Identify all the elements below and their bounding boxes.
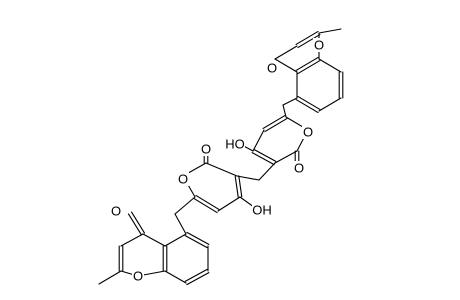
bond-double-a-28 [238,175,243,198]
bond-double-a-45 [130,211,146,234]
bond-single-10 [318,58,342,73]
bond-single-27 [217,196,241,212]
bond-single-31 [174,196,196,215]
atom-label-pyrone-top-ring-o: O [302,125,314,140]
bond-layer [98,28,344,286]
atom-label-chromone-top-ring-o: O [313,38,325,53]
svg-text:O: O [201,142,211,157]
bond-double-a-36 [186,272,210,286]
atom-label-chromone-bottom-ring-o: O [132,269,144,284]
svg-text:O: O [133,269,143,284]
svg-text:O: O [303,125,313,140]
atom-label-pyrone-top-hydroxyl: HO [225,137,245,152]
bond-single-40 [120,233,144,247]
svg-text:OH: OH [252,203,272,218]
atom-label-chromone-top-carbonyl-o: O [266,61,278,76]
bond-double-a-7 [295,98,319,114]
bond-single-12 [282,104,287,118]
bond-single-3 [274,58,298,73]
bond-single-32 [174,213,187,235]
bond-double-a-16 [253,148,277,162]
bond-double-b-7 [297,95,321,111]
atom-label-pyrone-bottom-carbonyl-o: O [200,142,212,157]
bond-single-11 [282,97,298,106]
bond-single-17 [252,129,265,152]
bond-double-b-4 [295,56,319,72]
bond-double-b-36 [184,268,208,282]
bond-single-8 [318,97,342,112]
svg-text:O: O [314,38,324,53]
svg-text:O: O [267,61,277,76]
svg-text:HO: HO [225,137,245,152]
svg-text:O: O [294,161,304,176]
bond-double-b-1 [297,33,321,49]
bond-double-b-38 [184,235,208,249]
bond-double-a-26 [193,197,218,214]
bond-double-b-45 [127,213,143,236]
bond-single-2 [274,45,298,60]
bond-single-23 [205,162,238,177]
bond-single-21 [258,162,276,181]
svg-text:O: O [178,172,188,187]
bond-single-44 [98,270,122,285]
bond-single-0 [318,28,342,34]
atom-label-layer: O O O HO O O O [110,38,325,284]
bond-single-15 [274,150,298,164]
bond-single-39 [142,233,166,247]
bond-double-a-4 [297,59,321,75]
atom-label-pyrone-bottom-ring-o: O [177,172,189,187]
bond-single-22 [236,175,260,181]
bond-single-33 [164,233,187,247]
bond-double-b-26 [195,194,220,211]
bond-double-a-1 [295,30,319,46]
bond-double-a-18 [264,117,288,133]
atom-label-chromone-bottom-carbonyl-o: O [110,204,122,219]
bond-double-b-16 [251,152,275,166]
bond-double-b-28 [234,175,239,198]
atom-label-pyrone-bottom-hydroxyl: OH [252,203,272,218]
svg-text:O: O [111,204,121,219]
bond-double-a-38 [186,231,210,245]
bond-double-b-18 [262,114,286,130]
atom-label-pyrone-top-carbonyl-o: O [293,161,305,176]
bond-single-35 [164,270,187,284]
